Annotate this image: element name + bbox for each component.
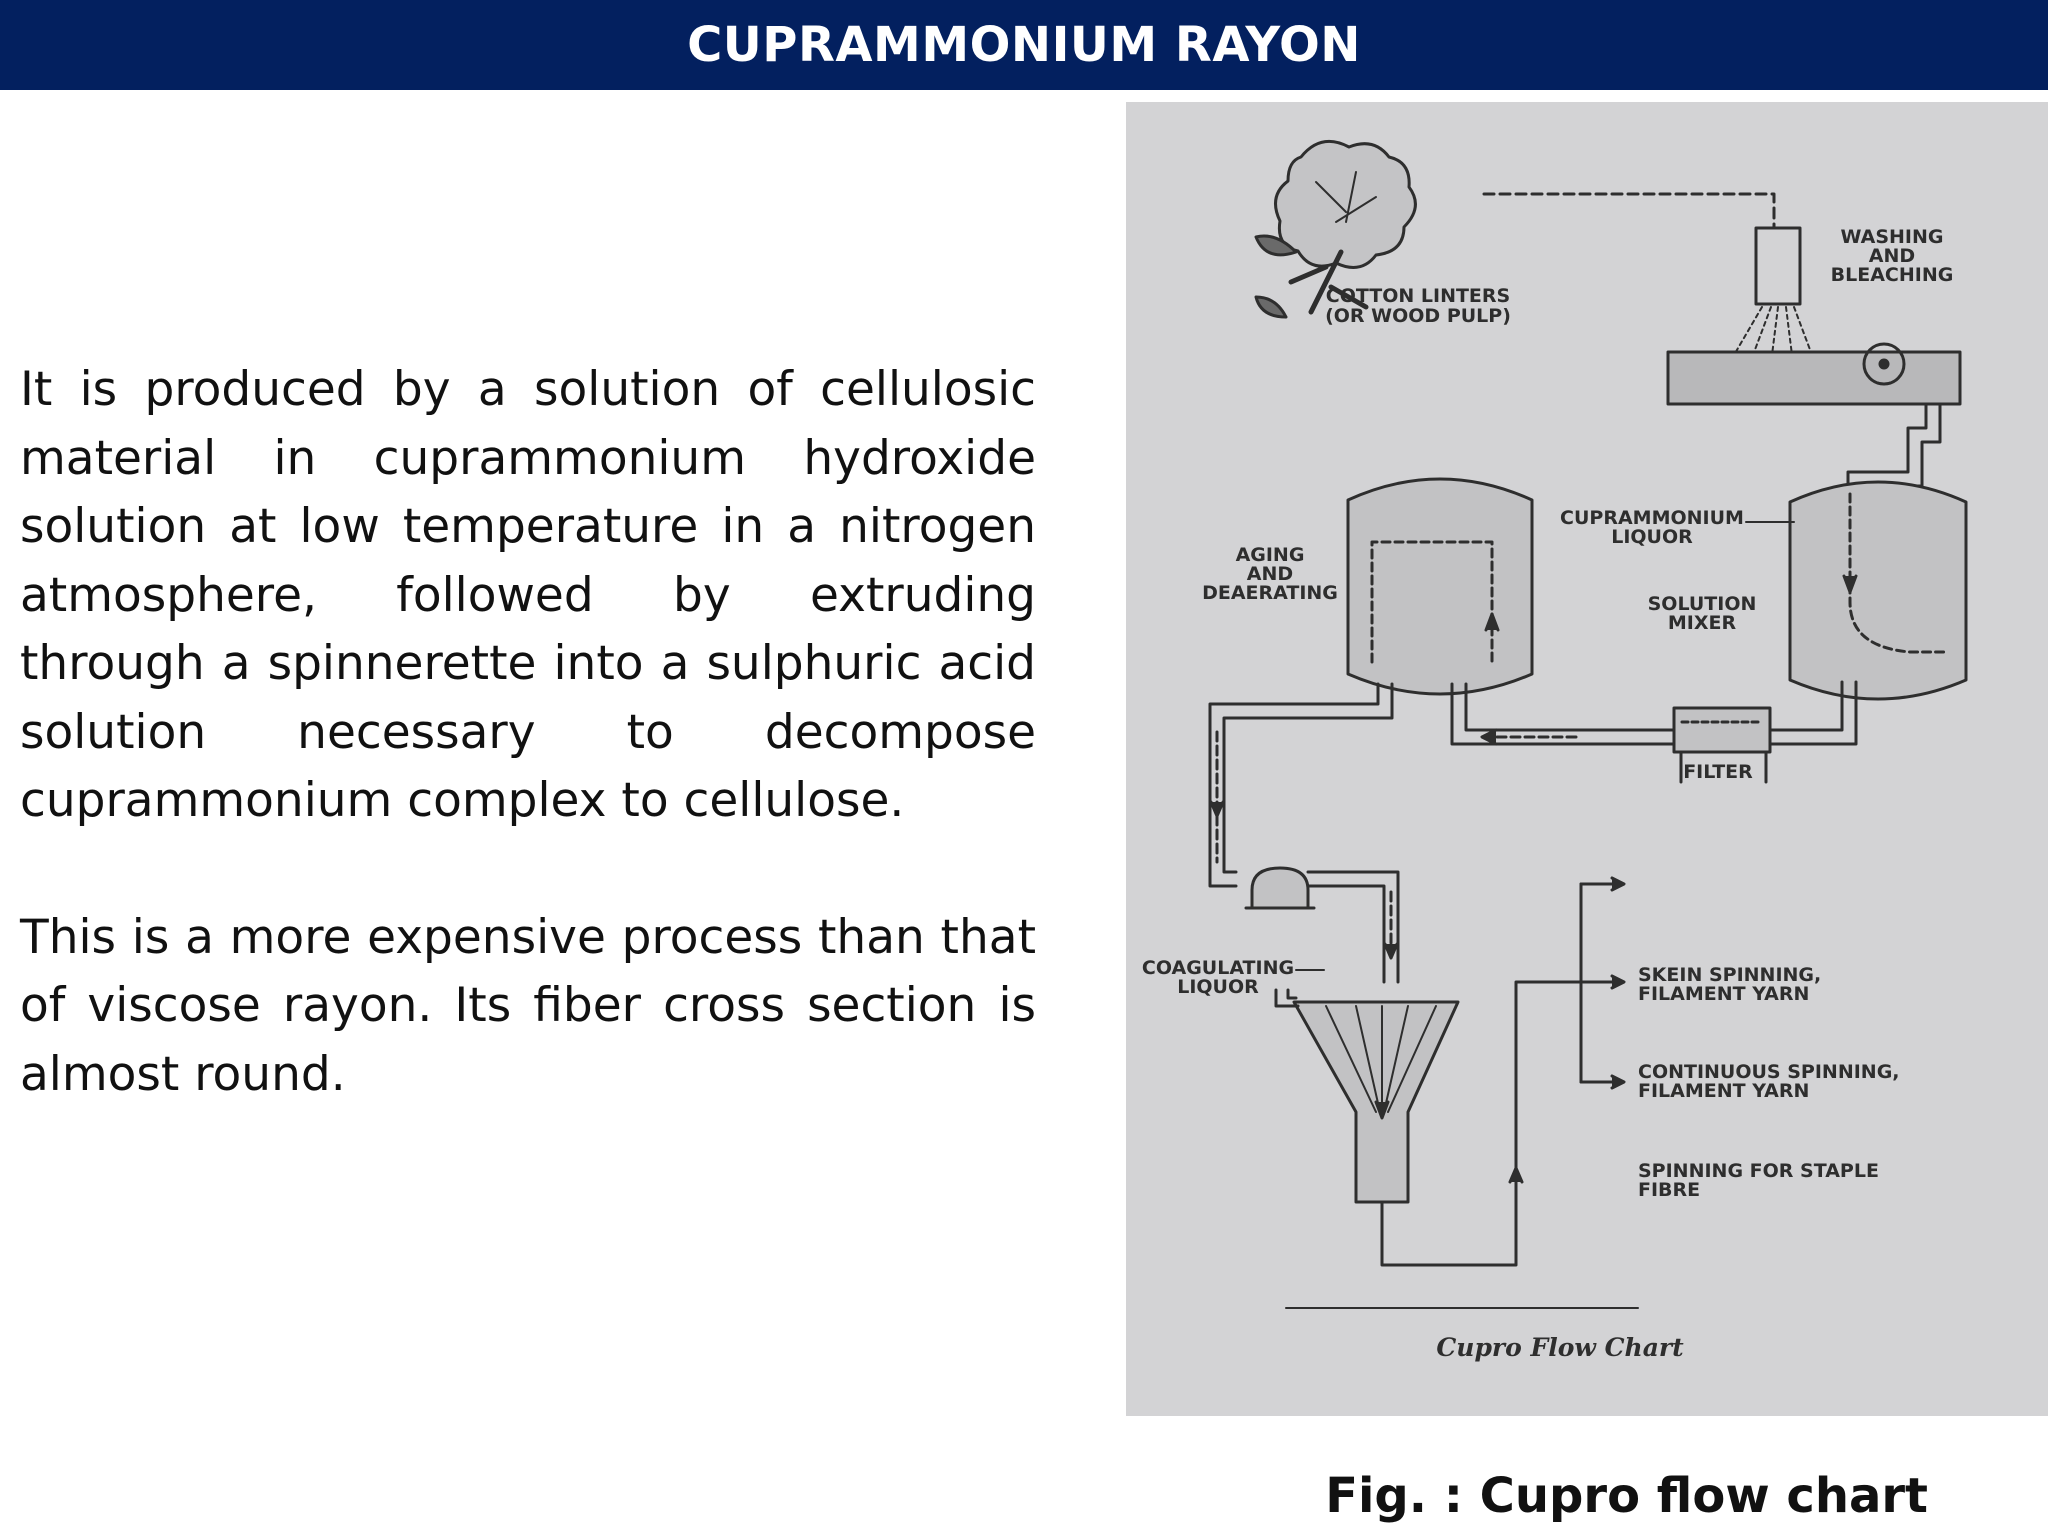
- label-washing-3: BLEACHING: [1831, 264, 1954, 286]
- aging-tank: [1346, 477, 1534, 696]
- cotton-plant-icon: [1254, 139, 1417, 319]
- label-aging-1: AGING: [1236, 544, 1305, 566]
- label-aging-2: AND: [1247, 563, 1293, 585]
- label-mixer-1: SOLUTION: [1648, 593, 1757, 615]
- label-staple-2: FIBRE: [1638, 1179, 1700, 1201]
- label-mixer-2: MIXER: [1668, 612, 1737, 634]
- label-filter: FILTER: [1683, 761, 1753, 783]
- label-continuous-2: FILAMENT YARN: [1638, 1080, 1809, 1102]
- label-cuprammonium-2: LIQUOR: [1611, 526, 1693, 548]
- label-coagulating-1: COAGULATING: [1142, 957, 1294, 979]
- drum-wheel: [1862, 342, 1906, 386]
- label-washing-1: WASHING: [1841, 226, 1944, 248]
- washing-column: [1754, 226, 1802, 306]
- flow-chart-figure: COTTON LINTERS (OR WOOD PULP) WASHING AN…: [1126, 102, 2048, 1416]
- bleaching-tank: [1666, 350, 1962, 406]
- body-text: It is produced by a solution of cellulos…: [20, 356, 1036, 1109]
- label-skein-2: FILAMENT YARN: [1638, 983, 1809, 1005]
- label-cotton-1: COTTON LINTERS: [1326, 285, 1510, 307]
- figure-caption: Fig. : Cupro flow chart: [1325, 1468, 1928, 1524]
- pump-dome: [1250, 866, 1310, 910]
- label-washing-2: AND: [1869, 245, 1915, 267]
- label-cuprammonium-1: CUPRAMMONIUM: [1560, 507, 1744, 529]
- label-continuous-1: CONTINUOUS SPINNING,: [1638, 1061, 1900, 1083]
- flow-chart-diagram: COTTON LINTERS (OR WOOD PULP) WASHING AN…: [1142, 139, 1968, 1362]
- label-aging-3: DEAERATING: [1202, 582, 1338, 604]
- slide-title: CUPRAMMONIUM RAYON: [687, 17, 1361, 73]
- paragraph-cost: This is a more expensive process than th…: [20, 909, 1036, 1102]
- chart-title: Cupro Flow Chart: [1436, 1333, 1684, 1362]
- slide-header: CUPRAMMONIUM RAYON: [0, 0, 2048, 90]
- label-cotton-2: (OR WOOD PULP): [1325, 305, 1511, 327]
- label-staple-1: SPINNING FOR STAPLE: [1638, 1160, 1879, 1182]
- label-coagulating-2: LIQUOR: [1177, 976, 1259, 998]
- label-skein-1: SKEIN SPINNING,: [1638, 964, 1821, 986]
- solution-mixer-tank: [1788, 480, 1968, 701]
- filter-unit: [1672, 706, 1772, 754]
- paragraph-process: It is produced by a solution of cellulos…: [20, 362, 1036, 828]
